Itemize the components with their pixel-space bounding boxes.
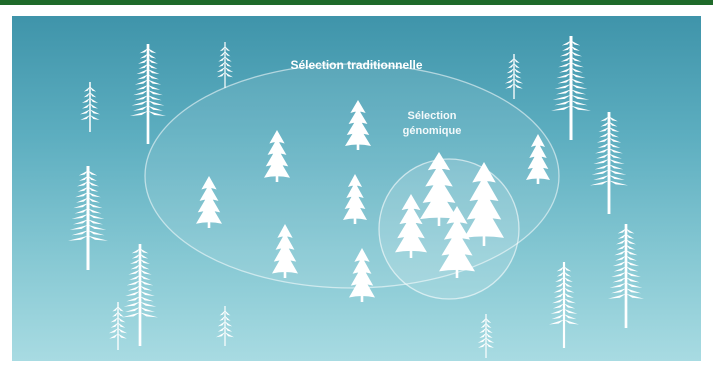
conifer-tall-icon [122, 244, 158, 346]
conifer-tall-icon [477, 314, 495, 358]
conifer-young-icon [264, 130, 290, 182]
conifer-tall-icon [130, 44, 166, 144]
genomic-selection-label: Sélection génomique [367, 109, 497, 139]
conifer-tall-icon [216, 306, 234, 346]
forest-diagram [68, 36, 644, 358]
conifer-young-icon [345, 100, 371, 150]
conifer-tall-icon [108, 302, 128, 350]
genomic-label-line-2: génomique [402, 125, 462, 137]
conifer-tall-icon [590, 112, 628, 214]
conifer-tall-icon [216, 42, 234, 88]
conifer-young-icon [343, 174, 367, 224]
conifer-young-icon [420, 152, 458, 226]
conifer-young-icon [464, 162, 504, 246]
illustration-panel: Sélection traditionnelle Sélection génom… [12, 16, 701, 361]
top-accent-bar [0, 0, 713, 5]
conifer-young-icon [349, 248, 375, 302]
conifer-young-icon [395, 194, 427, 258]
conifer-tall-icon [549, 262, 579, 348]
conifer-young-icon [272, 224, 298, 278]
traditional-selection-label: Sélection traditionnelle [290, 58, 423, 72]
conifer-young-icon [196, 176, 222, 228]
genomic-label-line-1: Sélection [407, 110, 457, 122]
conifer-tall-icon [504, 54, 524, 99]
conifer-young-icon [439, 206, 475, 278]
conifer-tall-icon [551, 36, 591, 140]
conifer-tall-icon [68, 166, 108, 270]
conifer-tall-icon [79, 82, 101, 132]
conifer-tall-icon [608, 224, 644, 328]
conifer-young-icon [526, 134, 550, 184]
